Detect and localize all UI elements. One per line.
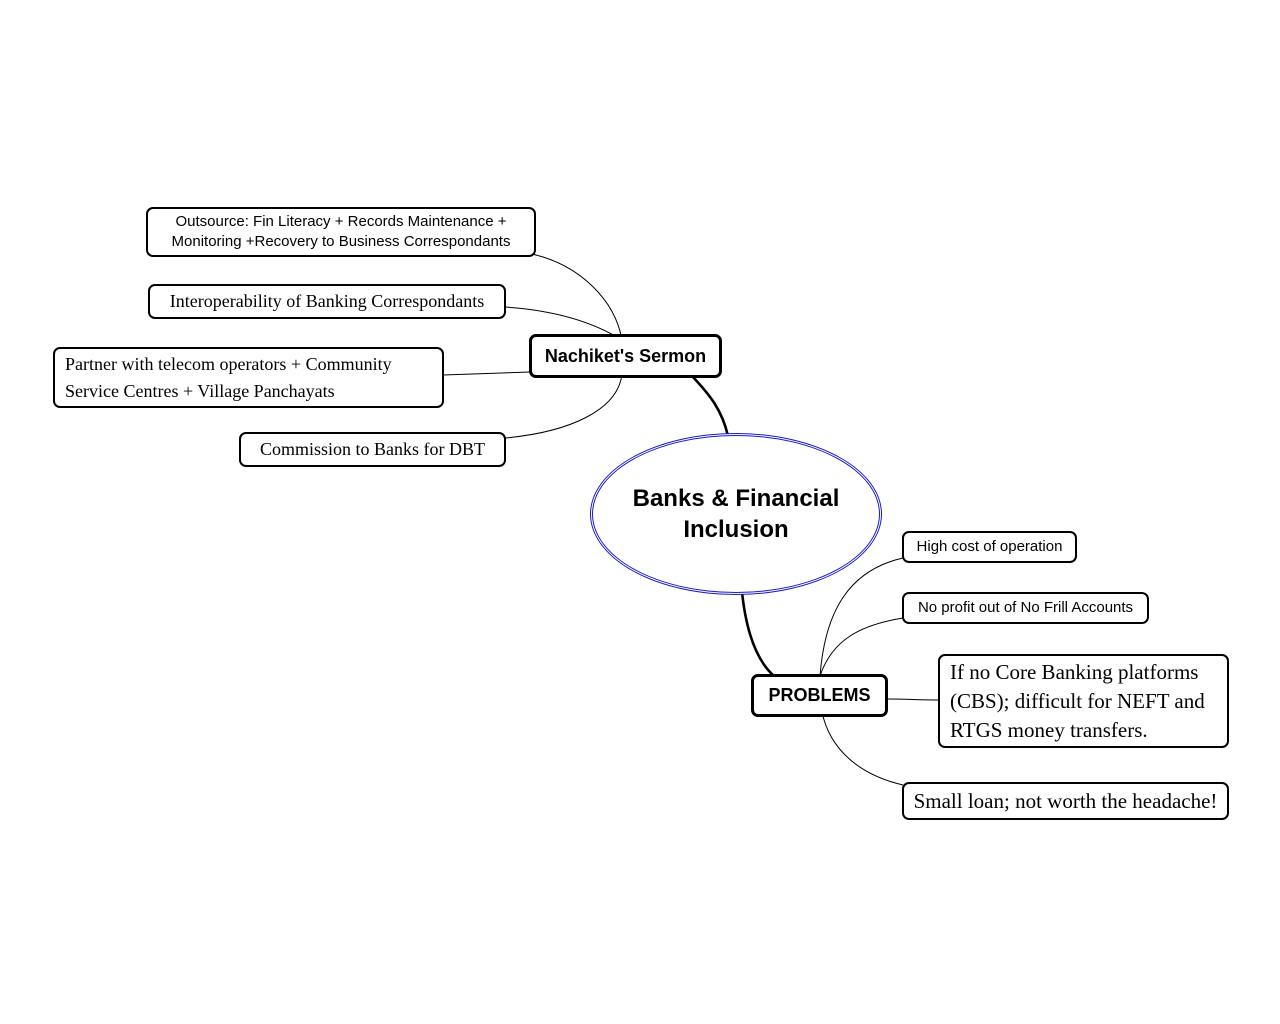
connector-central-to-problems	[740, 591, 775, 677]
sermon-item-commission-label: Commission to Banks for DBT	[259, 439, 485, 459]
branch-problems-label: PROBLEMS	[768, 685, 871, 705]
problem-item-loan[interactable]: Small loan; not worth the headache!	[902, 782, 1229, 820]
central-topic[interactable]: Banks & Financial Inclusion	[590, 433, 882, 595]
connector-sermon-to-outsource	[531, 253, 623, 341]
problem-item-profit[interactable]: No profit out of No Frill Accounts	[902, 592, 1149, 624]
problem-item-cbs-label: If no Core Banking platforms (CBS); diff…	[950, 659, 1205, 742]
branch-problems[interactable]: PROBLEMS	[751, 674, 888, 717]
sermon-item-interoperability[interactable]: Interoperability of Banking Correspondan…	[148, 284, 506, 319]
problem-item-cbs[interactable]: If no Core Banking platforms (CBS); diff…	[938, 654, 1229, 748]
problem-item-cost-label: High cost of operation	[916, 538, 1063, 555]
connector-sermon-to-commission	[504, 373, 623, 439]
connector-problems-to-cost	[819, 557, 904, 677]
sermon-item-outsource[interactable]: Outsource: Fin Literacy + Records Mainte…	[146, 207, 536, 257]
problem-item-cost[interactable]: High cost of operation	[902, 531, 1077, 563]
sermon-item-outsource-label: Outsource: Fin Literacy + Records Mainte…	[171, 213, 511, 250]
connector-sermon-to-interoperability	[504, 306, 623, 341]
problem-item-profit-label: No profit out of No Frill Accounts	[917, 599, 1134, 616]
connector-problems-to-loan	[821, 711, 904, 786]
connector-central-to-sermon	[691, 375, 730, 437]
connector-problems-to-profit	[819, 617, 904, 677]
sermon-item-commission[interactable]: Commission to Banks for DBT	[239, 432, 506, 467]
branch-sermon-label: Nachiket's Sermon	[544, 345, 707, 366]
sermon-item-partner-label: Partner with telecom operators + Communi…	[65, 353, 392, 401]
problem-item-loan-label: Small loan; not worth the headache!	[913, 788, 1218, 813]
sermon-item-interoperability-label: Interoperability of Banking Correspondan…	[169, 291, 485, 311]
sermon-item-partner[interactable]: Partner with telecom operators + Communi…	[53, 347, 444, 408]
connector-sermon-to-partner	[442, 371, 531, 376]
central-topic-label: Banks & Financial Inclusion	[632, 485, 840, 543]
branch-sermon[interactable]: Nachiket's Sermon	[529, 334, 722, 378]
connector-problems-to-cbs	[886, 698, 939, 701]
